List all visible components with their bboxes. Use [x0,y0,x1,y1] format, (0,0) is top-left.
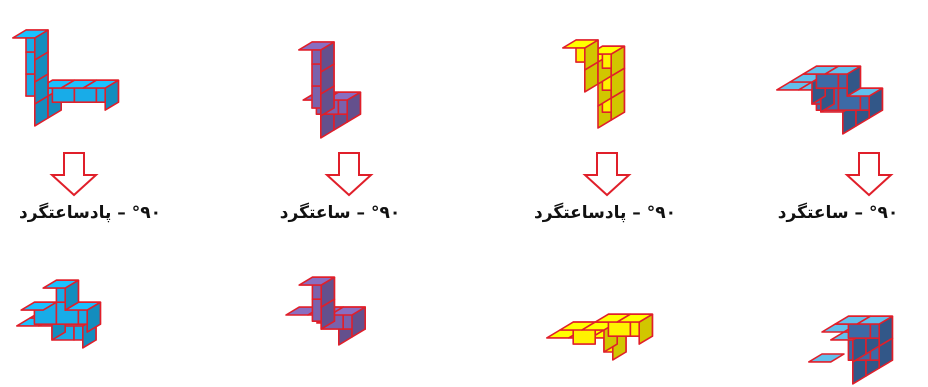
rotation-label-4: °۹۰ – ساعتگرد [777,203,899,223]
shape-1-after [15,279,102,349]
down-arrow-4-icon [844,152,894,197]
rotation-label-3: °۹۰ – پادساعتگرد [534,203,676,223]
shape-1-before [12,29,120,127]
shape-2-before [297,41,362,139]
down-arrow-3-icon [582,152,632,197]
rotation-label-1: °۹۰ – پادساعتگرد [19,203,161,223]
shape-4-after [807,315,894,385]
rotation-label-2: °۹۰ – ساعتگرد [279,203,401,223]
shape-3-before [561,39,626,129]
shape-2-after [285,276,367,346]
down-arrow-1-icon [49,152,99,197]
down-arrow-2-icon [324,152,374,197]
shape-3-after [545,313,654,361]
shape-4-before [775,65,884,135]
